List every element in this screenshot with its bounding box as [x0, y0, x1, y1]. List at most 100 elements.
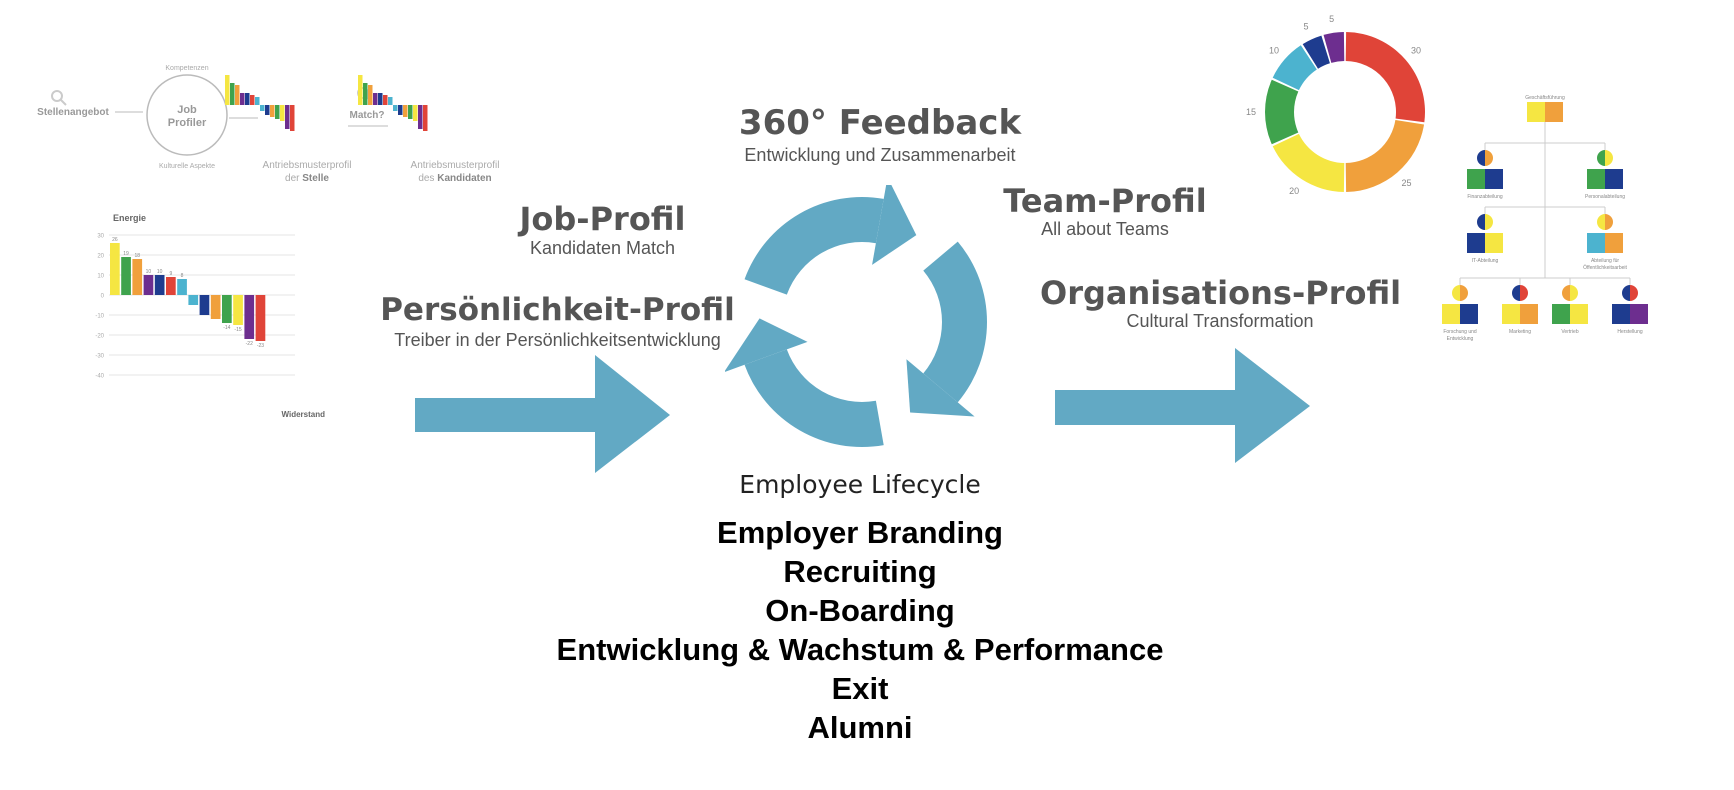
energy-value-label: 10 — [146, 269, 152, 275]
energy-tick-label: -20 — [95, 334, 104, 340]
org-profil-subtitle: Cultural Transformation — [1126, 311, 1314, 331]
person-icon — [1512, 285, 1528, 301]
job-profiler-line1: Job — [177, 104, 197, 116]
energy-tick-label: 30 — [97, 234, 104, 240]
profile-bar — [265, 105, 270, 115]
profile-bar — [235, 85, 240, 105]
lifecycle-item: Employer Branding — [717, 515, 1003, 550]
energy-value-label: 8 — [181, 273, 184, 279]
cycle-arrowhead — [906, 359, 975, 417]
donut-slice — [1272, 45, 1317, 91]
svg-text:der Stelle: der Stelle — [285, 173, 329, 184]
match-label: Match? — [350, 110, 385, 121]
profile-bar — [368, 85, 373, 105]
energy-bar — [199, 295, 210, 315]
profile-bar — [393, 105, 398, 111]
stelle-caption-pre: der — [285, 173, 302, 184]
energy-value-label: 18 — [134, 253, 140, 259]
org-profil-title: Organisations-Profil — [1040, 274, 1402, 312]
energy-bar — [166, 277, 176, 295]
feedback-subtitle: Entwicklung und Zusammenarbeit — [744, 145, 1016, 165]
energy-bar — [110, 243, 120, 295]
energy-bar — [177, 279, 187, 295]
profile-bar — [418, 105, 423, 129]
org-unit-box — [1587, 169, 1623, 189]
profile-bar — [363, 83, 368, 105]
person-icon — [1477, 214, 1493, 230]
lifecycle-item: Exit — [831, 671, 889, 706]
energy-bar — [222, 295, 232, 323]
lifecycle-item: On-Boarding — [765, 593, 955, 628]
profile-bar — [398, 105, 403, 115]
energy-value-label: 10 — [157, 269, 163, 275]
org-unit-label: Geschäftsführung — [1525, 95, 1565, 101]
donut-slice — [1323, 32, 1345, 63]
lifecycle-item: Alumni — [807, 710, 913, 745]
profile-bar — [290, 105, 295, 131]
org-unit-box — [1587, 233, 1623, 253]
job-profil-title: Job-Profil — [519, 200, 686, 238]
donut-label: 5 — [1303, 21, 1308, 31]
profile-bar — [373, 93, 378, 105]
cycle-arc — [744, 197, 884, 295]
team-profil-title: Team-Profil — [1003, 182, 1207, 220]
donut-label: 15 — [1246, 107, 1256, 117]
energy-bar — [255, 295, 266, 341]
persoenlichkeit-title: Persönlichkeit-Profil — [380, 292, 735, 328]
energy-bar — [244, 295, 255, 339]
energy-tick-label: 10 — [97, 274, 104, 280]
job-profiler-circle — [146, 74, 228, 156]
donut-slice — [1345, 32, 1425, 123]
org-unit-label: Personalabteilung — [1585, 194, 1625, 200]
org-unit-box — [1612, 304, 1648, 324]
donut-slice — [1272, 133, 1345, 192]
energy-bar — [154, 275, 165, 295]
energy-tick-label: -40 — [95, 374, 104, 380]
energy-bar — [121, 257, 131, 295]
person-icon — [1597, 150, 1613, 166]
kulturelle-label: Kulturelle Aspekte — [159, 163, 215, 170]
energy-bar — [233, 295, 243, 325]
cycle-arc — [923, 241, 987, 403]
job-match-graphic: Stellenangebot Kompetenzen Job Profiler … — [37, 65, 500, 184]
stellenangebot-label: Stellenangebot — [37, 107, 109, 118]
profile-bar — [275, 105, 280, 119]
energy-value-label: -15 — [234, 327, 241, 333]
energy-value-label: 19 — [123, 251, 129, 257]
org-unit-label: IT-Abteilung — [1472, 258, 1499, 264]
energy-value-label: -23 — [257, 343, 264, 349]
org-unit-box — [1442, 304, 1478, 324]
lifecycle-item: Recruiting — [783, 554, 937, 589]
person-icon — [1562, 285, 1578, 301]
stelle-caption-line1: Antriebsmusterprofil — [263, 160, 352, 171]
donut-label: 5 — [1329, 14, 1334, 24]
lifecycle-item: Entwicklung & Wachstum & Performance — [556, 632, 1164, 667]
org-unit-label: Abteilung für — [1591, 258, 1619, 264]
person-icon — [1597, 214, 1613, 230]
cycle-arrowhead — [725, 318, 808, 372]
team-profil-subtitle: All about Teams — [1041, 219, 1169, 239]
lifecycle-list: Employer Branding Recruiting On-Boarding… — [490, 513, 1230, 747]
org-unit-label: Vertrieb — [1561, 329, 1578, 335]
energy-tick-label: -30 — [95, 354, 104, 360]
org-unit-box — [1552, 304, 1588, 324]
donut-slice — [1345, 119, 1425, 192]
energy-bar — [188, 295, 199, 305]
kandidat-bars — [358, 75, 428, 131]
svg-text:des Kandidaten: des Kandidaten — [418, 173, 491, 184]
profile-bar — [230, 83, 235, 105]
persoenlichkeit-subtitle: Treiber in der Persönlichkeitsentwicklun… — [394, 330, 721, 350]
profile-bar — [260, 105, 265, 111]
kandidat-caption-line1: Antriebsmusterprofil — [411, 160, 500, 171]
stelle-caption-bold: Stelle — [302, 173, 329, 184]
org-unit-box — [1467, 169, 1503, 189]
org-unit-label: Herstellung — [1617, 329, 1643, 335]
person-icon — [1622, 285, 1638, 301]
kompetenzen-label: Kompetenzen — [165, 65, 208, 72]
arrow-right-right — [1055, 348, 1310, 463]
job-profiler-line2: Profiler — [168, 117, 207, 129]
org-unit-label: Marketing — [1509, 329, 1531, 335]
profile-bar — [240, 93, 245, 105]
kandidat-caption-bold: Kandidaten — [437, 173, 491, 184]
